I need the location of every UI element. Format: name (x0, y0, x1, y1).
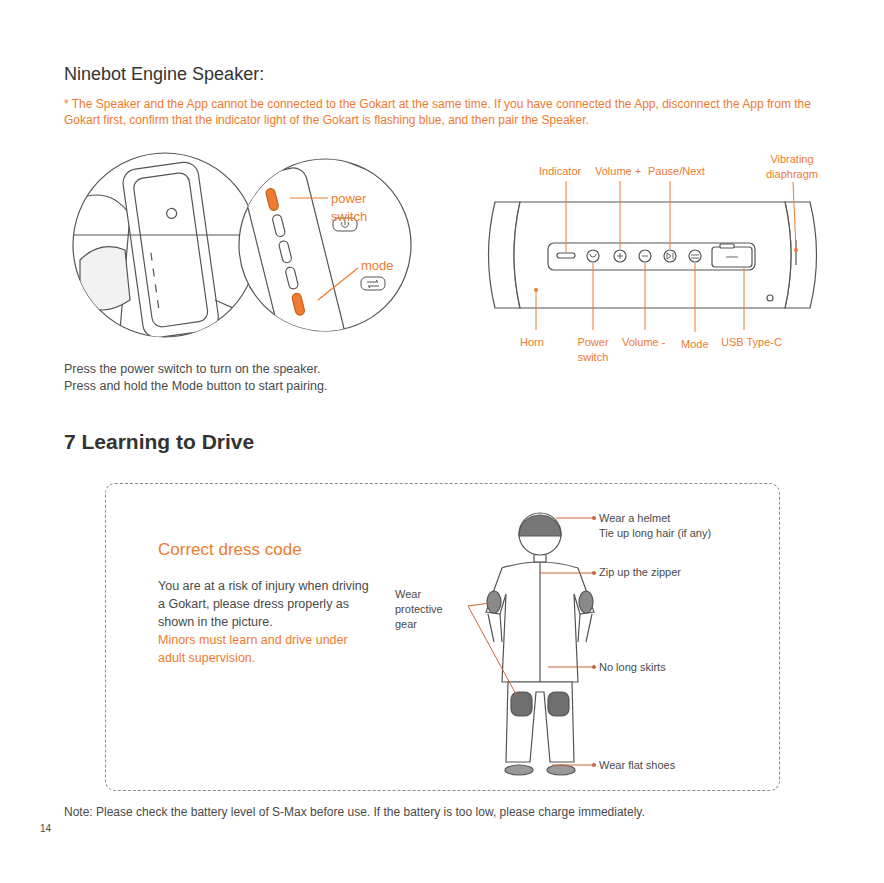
callout-label: mode (361, 257, 411, 275)
panel-heading: Correct dress code (158, 538, 458, 563)
callout-label: power switch (331, 190, 393, 225)
leader-dot (534, 248, 798, 292)
button-symbol (590, 253, 738, 259)
page-number: 14 (40, 822, 70, 836)
warning-note: * The Speaker and the App cannot be conn… (64, 96, 849, 128)
instruction-text: Press and hold the Mode button to start … (64, 378, 484, 395)
leader-dot (592, 516, 596, 767)
callout-label: Zip up the zipper (599, 565, 799, 580)
part-label: Pause/Next (648, 164, 712, 179)
callout-label: Wear a helmet (599, 511, 799, 526)
part-label: Vibrating diaphragm (752, 152, 832, 182)
callout-label: No long skirts (599, 660, 799, 675)
part-label: Indicator (539, 164, 599, 179)
part-label: Mode (681, 337, 721, 352)
panel-body: You are at a risk of injury when driving… (158, 577, 373, 631)
footer-note: Note: Please check the battery level of … (64, 804, 864, 820)
part-label: Power switch (568, 335, 618, 365)
section-heading: 7 Learning to Drive (64, 428, 464, 456)
section-heading: Ninebot Engine Speaker: (64, 62, 464, 86)
callout-label: Tie up long hair (if any) (599, 526, 799, 541)
leader-line (536, 181, 796, 332)
person-figure (486, 513, 594, 775)
part-label: Volume + (595, 164, 647, 179)
button-icon (333, 218, 385, 290)
speaker (489, 202, 817, 308)
leader-line (468, 518, 594, 765)
part-label: Horn (520, 335, 560, 350)
panel-body: Minors must learn and drive under adult … (158, 631, 373, 667)
callout-label: Wear protective gear (395, 587, 455, 632)
part-label: USB Type-C (721, 335, 801, 350)
gokart-closeup (60, 150, 411, 355)
part-label: Volume - (622, 335, 678, 350)
callout-label: Wear flat shoes (599, 758, 799, 773)
instruction-text: Press the power switch to turn on the sp… (64, 361, 484, 378)
